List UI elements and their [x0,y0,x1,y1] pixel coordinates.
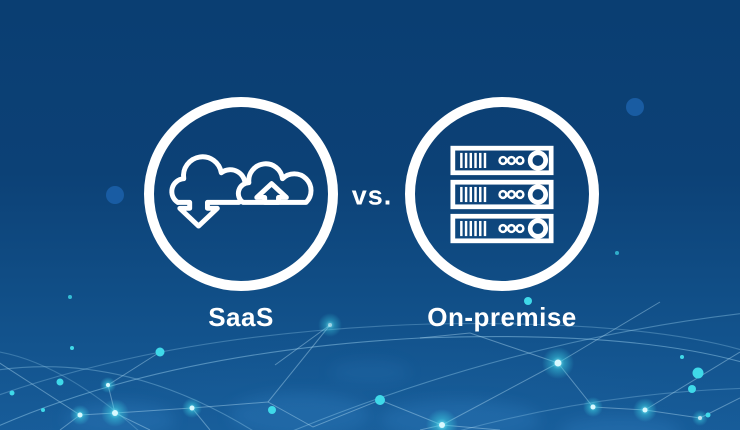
saas-label: SaaS [208,302,274,332]
server-rack-icon [450,145,554,243]
dim-dots [106,98,644,204]
glow-nodes [70,313,708,430]
onpremise-label: On-premise [427,302,577,332]
onpremise-circle-badge [405,97,599,291]
cloud-sync-icon [169,153,314,229]
vs-label: vs. [351,180,393,211]
saas-circle-badge [144,97,338,291]
orbit-curves [0,313,740,430]
cyan-dots [9,251,711,418]
